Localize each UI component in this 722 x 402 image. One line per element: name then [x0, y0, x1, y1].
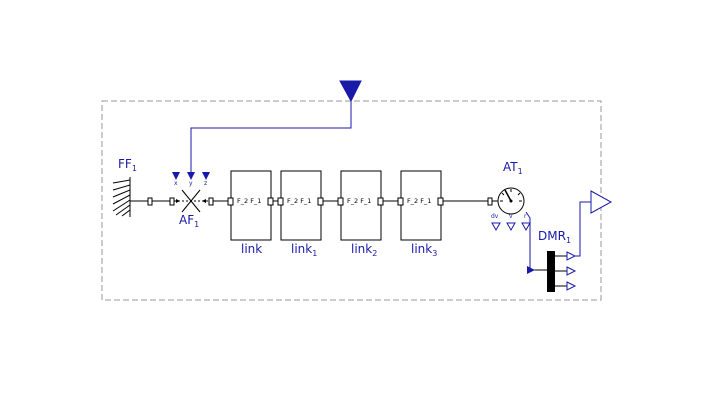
af-name: AF [179, 213, 195, 227]
link-3-name: link [411, 242, 433, 256]
ff-label: FF1 [118, 158, 137, 173]
link-block-1[interactable] [277, 170, 324, 241]
af-label: AF1 [179, 214, 199, 229]
at-output-dv-label: dv [491, 213, 499, 220]
link-3-ports: F_2 F_1 [407, 198, 431, 205]
af-input-y-connector[interactable] [187, 172, 195, 180]
dmr-index: 1 [565, 236, 572, 245]
link-1-label: link1 [291, 243, 317, 258]
at-to-dmr-wire [525, 211, 535, 271]
fixed-frame-ff[interactable] [112, 177, 153, 217]
link-2-port-left: F_2 [347, 197, 359, 205]
link-0-port-right: F_1 [250, 197, 262, 205]
link-3-label: link3 [411, 243, 437, 258]
dmr-name: DMR [538, 229, 566, 243]
link-block-3[interactable] [397, 170, 444, 241]
dmr-to-output-wire [575, 201, 591, 257]
link-3-port-left: F_2 [407, 197, 419, 205]
dmr-output-1-connector[interactable] [566, 251, 577, 261]
at-output-v-label: v [509, 213, 513, 220]
dmr-label: DMR1 [538, 230, 571, 245]
dmr-output-3-connector[interactable] [566, 281, 577, 291]
link-block-0[interactable] [227, 170, 274, 241]
af-input-y-label: y [189, 180, 193, 187]
dmr-output-2-connector[interactable] [566, 266, 577, 276]
at-output-r-label: r [524, 213, 527, 220]
at-output-r-connector[interactable] [521, 222, 531, 232]
link-0-name: link [241, 242, 263, 256]
link-2-label: link2 [351, 243, 377, 258]
link-0-ports: F_2 F_1 [237, 198, 261, 205]
link-2-ports: F_2 F_1 [347, 198, 371, 205]
link-3-index: 3 [432, 249, 438, 258]
at-name: AT [503, 160, 518, 174]
link-1-ports: F_2 F_1 [287, 198, 311, 205]
right-output-connector[interactable] [590, 190, 613, 214]
at-output-v-connector[interactable] [506, 222, 516, 232]
link-2-name: link [351, 242, 373, 256]
at-label: AT1 [503, 161, 523, 176]
link-1-port-right: F_1 [300, 197, 312, 205]
af-input-z-connector[interactable] [202, 172, 210, 180]
top-input-connector[interactable] [339, 80, 362, 103]
absolute-sensor-at[interactable] [487, 187, 531, 232]
link-block-2[interactable] [337, 170, 384, 241]
link-3-port-right: F_1 [420, 197, 432, 205]
link-1-index: 1 [312, 249, 318, 258]
link-1-port-left: F_2 [287, 197, 299, 205]
af-input-z-label: z [204, 180, 208, 187]
af-index: 1 [194, 220, 200, 229]
link-2-port-right: F_1 [360, 197, 372, 205]
link-0-port-left: F_2 [237, 197, 249, 205]
applied-force-af[interactable] [169, 172, 214, 213]
ff-index: 1 [131, 164, 137, 173]
at-output-dv-connector[interactable] [491, 222, 501, 232]
top-input-wire [190, 100, 352, 172]
ff-name: FF [118, 157, 132, 171]
link-2-index: 2 [372, 249, 378, 258]
demux-dmr[interactable] [527, 251, 577, 292]
af-input-x-connector[interactable] [172, 172, 180, 180]
link-1-name: link [291, 242, 313, 256]
link-0-label: link [241, 243, 262, 255]
af-input-x-label: x [174, 180, 178, 187]
at-index: 1 [517, 167, 523, 176]
